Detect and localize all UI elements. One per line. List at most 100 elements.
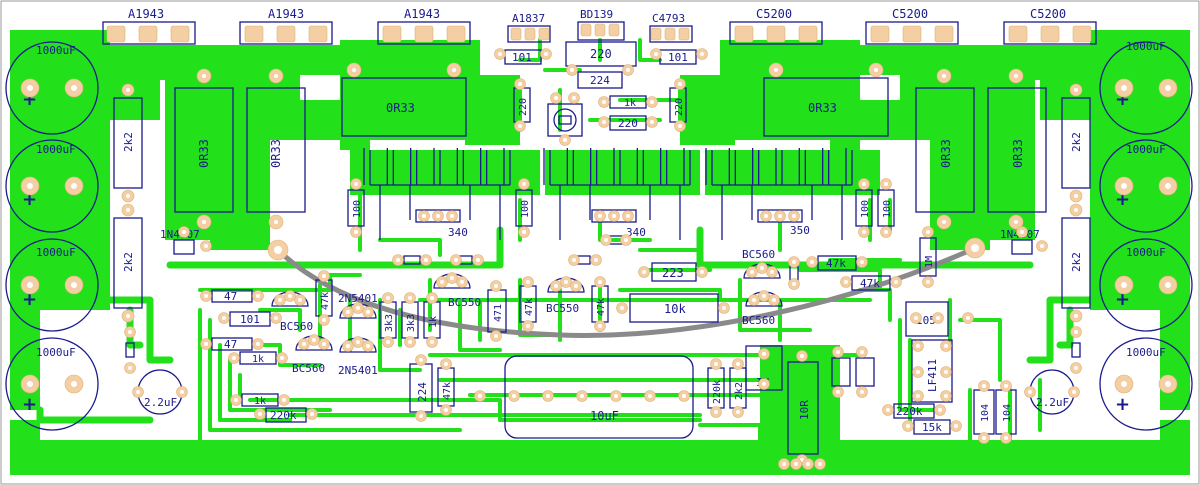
pad-hole <box>136 390 140 394</box>
pad-hole <box>598 214 602 218</box>
pad-hole <box>836 350 840 354</box>
pad-hole <box>356 340 360 344</box>
resistor-label: 220 <box>518 98 529 116</box>
pad-hole <box>71 282 77 288</box>
resistor-label: 1k <box>254 396 266 407</box>
resistor-1m: 1M <box>919 237 937 277</box>
transistor-label: BC560 <box>280 320 313 333</box>
cap-label: 1000uF <box>1126 40 1166 53</box>
resistor-2k2-2: 2k2 <box>113 217 143 309</box>
solder-pad <box>276 25 296 43</box>
pad-hole <box>450 276 454 280</box>
pad-hole <box>430 296 434 300</box>
pad-hole <box>312 338 316 342</box>
pad-hole <box>778 214 782 218</box>
resistor-label: 47k <box>826 257 846 270</box>
pad-hole <box>936 316 940 320</box>
pad-hole <box>844 280 848 284</box>
pad-hole <box>810 260 814 264</box>
small-part <box>403 255 421 265</box>
solder-pad <box>734 25 754 43</box>
resistor-label: 101 <box>668 51 688 64</box>
pad-hole <box>1165 381 1171 387</box>
cap-1000uf-right-3: 1000uF + <box>1099 238 1193 332</box>
transistor-label: C4793 <box>652 12 685 25</box>
pad-hole <box>282 398 286 402</box>
pad-hole <box>894 280 898 284</box>
pad-hole <box>128 366 132 370</box>
pad-hole <box>614 394 618 398</box>
pad-hole <box>1004 384 1008 388</box>
solder-pads <box>20 23 1178 470</box>
pad-hole <box>554 96 558 100</box>
solder-pad <box>1040 25 1060 43</box>
resistor-0r33-3: 0R33 <box>341 77 467 137</box>
power-transistors: A1943 A1943 A1943 A1837 BD139 C4793 C520… <box>102 7 1097 45</box>
resistor-0r33-1: 0R33 <box>174 87 234 213</box>
pad-hole <box>1074 194 1078 198</box>
resistor-1k-left-1: 1k <box>239 351 277 365</box>
resistor-47-2: 47 <box>211 337 253 351</box>
resistor-220k-left: 220k <box>265 407 307 423</box>
pad-hole <box>792 282 796 286</box>
opamp-lf411: LF411 <box>911 339 953 403</box>
solder-pad <box>446 25 466 43</box>
resistor-label: 1M <box>924 256 935 268</box>
pad-hole <box>204 244 208 248</box>
resistor-label: 220k <box>270 409 297 422</box>
pad-hole <box>722 306 726 310</box>
resistor-47-1: 47 <box>211 289 253 303</box>
transistor-label: C5200 <box>1030 7 1066 21</box>
pad-hole <box>452 68 456 72</box>
pad-hole <box>772 298 776 302</box>
resistor-label: 0R33 <box>808 101 837 115</box>
copper-layer <box>10 30 1190 475</box>
component-label: 223 <box>662 266 684 280</box>
transistor-a1943-3: A1943 <box>377 7 471 45</box>
solder-pad <box>798 25 818 43</box>
pad-hole <box>626 68 630 72</box>
pad-hole <box>256 294 260 298</box>
heatsinks <box>363 148 853 240</box>
pad-hole <box>860 260 864 264</box>
heatsink-fins <box>543 148 691 240</box>
cap-label: 1000uF <box>1126 246 1166 259</box>
pad-hole <box>700 270 704 274</box>
component-label: 350 <box>790 224 810 237</box>
pad-hole <box>430 340 434 344</box>
pad-hole <box>512 394 516 398</box>
transistor-c5200-3: C5200 <box>1003 7 1097 45</box>
pad-hole <box>818 462 822 466</box>
pad-hole <box>494 334 498 338</box>
pad-hole <box>886 408 890 412</box>
pad-hole <box>792 214 796 218</box>
pad-hole <box>522 182 526 186</box>
resistor-1k-left-2: 1k <box>241 393 279 407</box>
transistor-label: C5200 <box>756 7 792 21</box>
pad-hole <box>650 100 654 104</box>
pad-hole <box>498 52 502 56</box>
component-label: 340 <box>448 226 468 239</box>
resistor-label: 47k <box>596 298 607 316</box>
pad-hole <box>204 294 208 298</box>
resistor-10r: 10R <box>787 361 819 455</box>
resistor-label: 47k <box>442 382 453 400</box>
emitter-resistors: 0R33 0R33 0R33 0R33 0R33 0R33 <box>174 77 1047 213</box>
pad-hole <box>678 82 682 86</box>
pad-hole <box>419 358 423 362</box>
resistor-101-left: 101 <box>229 311 271 327</box>
pad-hole <box>386 340 390 344</box>
resistor-220k-right: 220k <box>893 403 935 419</box>
pad-hole <box>1121 183 1127 189</box>
resistor-label: 0R33 <box>386 101 415 115</box>
small-part <box>855 357 875 387</box>
pad-hole <box>180 390 184 394</box>
pad-hole <box>762 294 766 298</box>
pad-hole <box>792 260 796 264</box>
resistor-label: 0R33 <box>269 139 283 168</box>
resistor-label: 1k <box>252 354 264 365</box>
resistor-label: 220 <box>618 117 638 130</box>
transistor-c4793: C4793 <box>649 12 693 43</box>
pad-hole <box>202 220 206 224</box>
